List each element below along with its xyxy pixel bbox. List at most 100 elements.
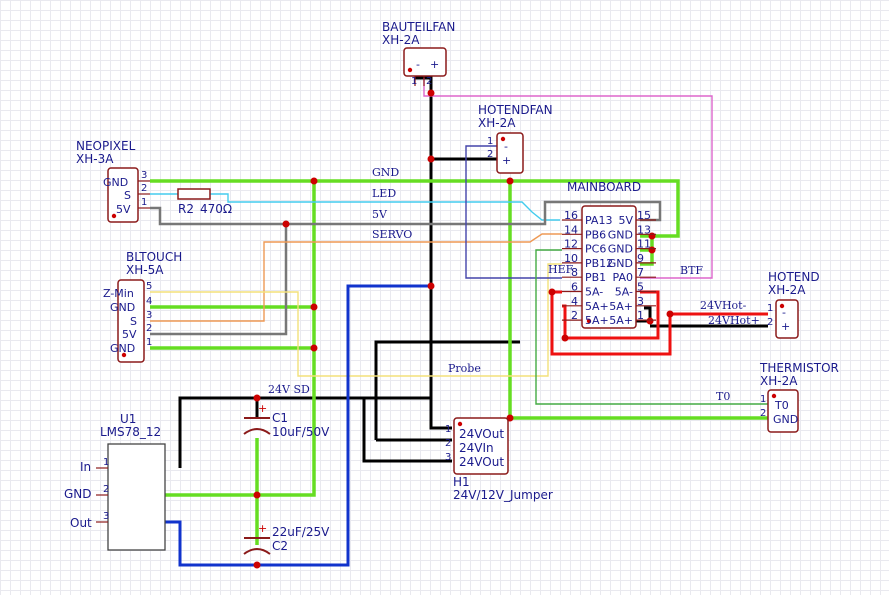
hotend-name: HOTEND (768, 270, 820, 284)
bltouch-pin-number: 5 (146, 281, 152, 292)
hotendfan-type: XH-2A (478, 116, 516, 130)
component-c1: + C1 10uF/50V (243, 402, 330, 439)
r2-value: 470Ω (200, 202, 232, 216)
mainboard-pin-number: 10 (564, 252, 578, 265)
resistor-body (177, 188, 211, 200)
neopixel-name: NEOPIXEL (76, 139, 136, 153)
bauteilfan-pin-number: 2 (426, 76, 432, 87)
thermistor-pin-label: GND (773, 413, 798, 426)
junction-dot (310, 303, 318, 311)
wire-24v (178, 76, 768, 468)
connector-body (767, 389, 799, 433)
mainboard-pin-label: GND (608, 257, 633, 270)
mainboard-pin-number: 7 (637, 266, 644, 279)
component-hotendfan: HOTENDFAN XH-2A - + 1 2 (478, 103, 553, 174)
connector-body (403, 47, 447, 77)
u1-pin-label: In (80, 460, 91, 474)
neopixel-pin-label: GND (103, 176, 128, 189)
mainboard-pin-number: 16 (564, 209, 578, 222)
mainboard-pin-label: PC6 (585, 243, 606, 256)
component-h1: 24VOut 24VIn 24VOut 1 2 3 H1 24V/12V_Jum… (445, 417, 553, 502)
component-r2: R2 470Ω (177, 188, 232, 216)
mainboard-pin-number: 5 (637, 281, 644, 294)
hotendfan-pin-number: 2 (487, 149, 493, 160)
c1-value: 10uF/50V (272, 425, 330, 439)
junction-dot (427, 155, 435, 163)
net-label-probe: Probe (448, 362, 481, 375)
wire-5v (150, 200, 662, 336)
net-label-servo: SERVO (372, 228, 412, 241)
pin1-marker (407, 67, 413, 73)
pin1-marker (457, 421, 463, 427)
junction-dot (253, 394, 261, 402)
c2-name: C2 (272, 539, 288, 553)
bltouch-pin-label: 5V (122, 328, 137, 341)
hotend-pin-label: + (781, 320, 790, 333)
connector-body (496, 132, 524, 174)
mainboard-pin-number: 14 (564, 223, 578, 236)
u1-pin-number: 3 (103, 511, 109, 522)
bauteilfan-name: BAUTEILFAN (382, 20, 455, 34)
pin1-marker (111, 213, 117, 219)
hotend-pin-label: - (782, 306, 786, 319)
mainboard-pin-number: 3 (637, 295, 644, 308)
component-c2: + 22uF/25V C2 (243, 522, 330, 555)
net-labels: GND LED 5V SERVO HEF BTF Probe 24V SD 24… (268, 166, 760, 403)
mainboard-pin-label: 5A+ (609, 314, 633, 327)
wires (150, 76, 768, 567)
thermistor-name: THERMISTOR (759, 361, 839, 375)
net-label-hef: HEF (548, 263, 574, 276)
mainboard-pin-number: 2 (571, 309, 578, 322)
junction-dot (427, 282, 435, 290)
bltouch-pin-number: 4 (146, 296, 152, 307)
mainboard-pin-label: 5A- (615, 286, 633, 299)
junction-dot (310, 344, 318, 352)
junction-dot (646, 317, 654, 325)
c1-name: C1 (272, 411, 288, 425)
pin1-marker (779, 303, 785, 309)
thermistor-pin-number: 2 (760, 408, 766, 419)
pin1-marker (771, 393, 777, 399)
bauteilfan-pin-label: + (430, 58, 439, 71)
junction-dot (427, 89, 435, 97)
h1-pin-number: 2 (445, 438, 451, 449)
junction-dot (253, 561, 261, 569)
u1-type: LMS78_12 (100, 425, 161, 439)
wire-hef (465, 145, 562, 279)
hotendfan-pin-number: 1 (487, 136, 493, 147)
jumper-body (453, 417, 509, 475)
h1-pin-number: 1 (445, 424, 451, 435)
mainboard-pin-label: GND (608, 243, 633, 256)
h1-pin-label: 24VOut (459, 427, 504, 441)
net-label-t0: T0 (716, 390, 730, 403)
regulator-body (107, 443, 166, 551)
component-bauteilfan: BAUTEILFAN XH-2A - + 1 2 (382, 20, 455, 87)
mainboard-pin-number: 13 (637, 223, 651, 236)
connector-body (117, 279, 145, 363)
mainboard-pin-number: 11 (637, 238, 651, 251)
mainboard-pin-number: 4 (571, 295, 578, 308)
component-neopixel: NEOPIXEL XH-3A GND S 5V 3 2 1 (76, 139, 150, 223)
cap-plate-curved (243, 548, 271, 555)
bltouch-pin-number: 2 (146, 323, 152, 334)
hotend-type: XH-2A (768, 283, 806, 297)
hotendfan-pin-label: - (504, 140, 508, 153)
mainboard-pin-label: GND (608, 228, 633, 241)
r2-name: R2 (178, 202, 194, 216)
h1-type: 24V/12V_Jumper (453, 488, 553, 502)
component-bltouch: BLTOUCH XH-5A Z-Min GND S 5V GND 5 4 3 2… (103, 250, 182, 363)
net-label-gnd: GND (372, 166, 399, 179)
u1-pin-label: GND (64, 487, 92, 501)
mainboard-pin-label: 5A- (585, 286, 603, 299)
bauteilfan-pin-number: 1 (411, 76, 417, 87)
net-label-24vhot-minus: 24VHot- (700, 299, 747, 312)
net-label-btf: BTF (680, 264, 703, 277)
bltouch-pin-label: GND (110, 301, 135, 314)
bauteilfan-type: XH-2A (382, 33, 420, 47)
hotend-pin-number: 1 (767, 303, 773, 314)
net-label-led: LED (372, 187, 396, 200)
mainboard-pin-number: 15 (637, 209, 651, 222)
